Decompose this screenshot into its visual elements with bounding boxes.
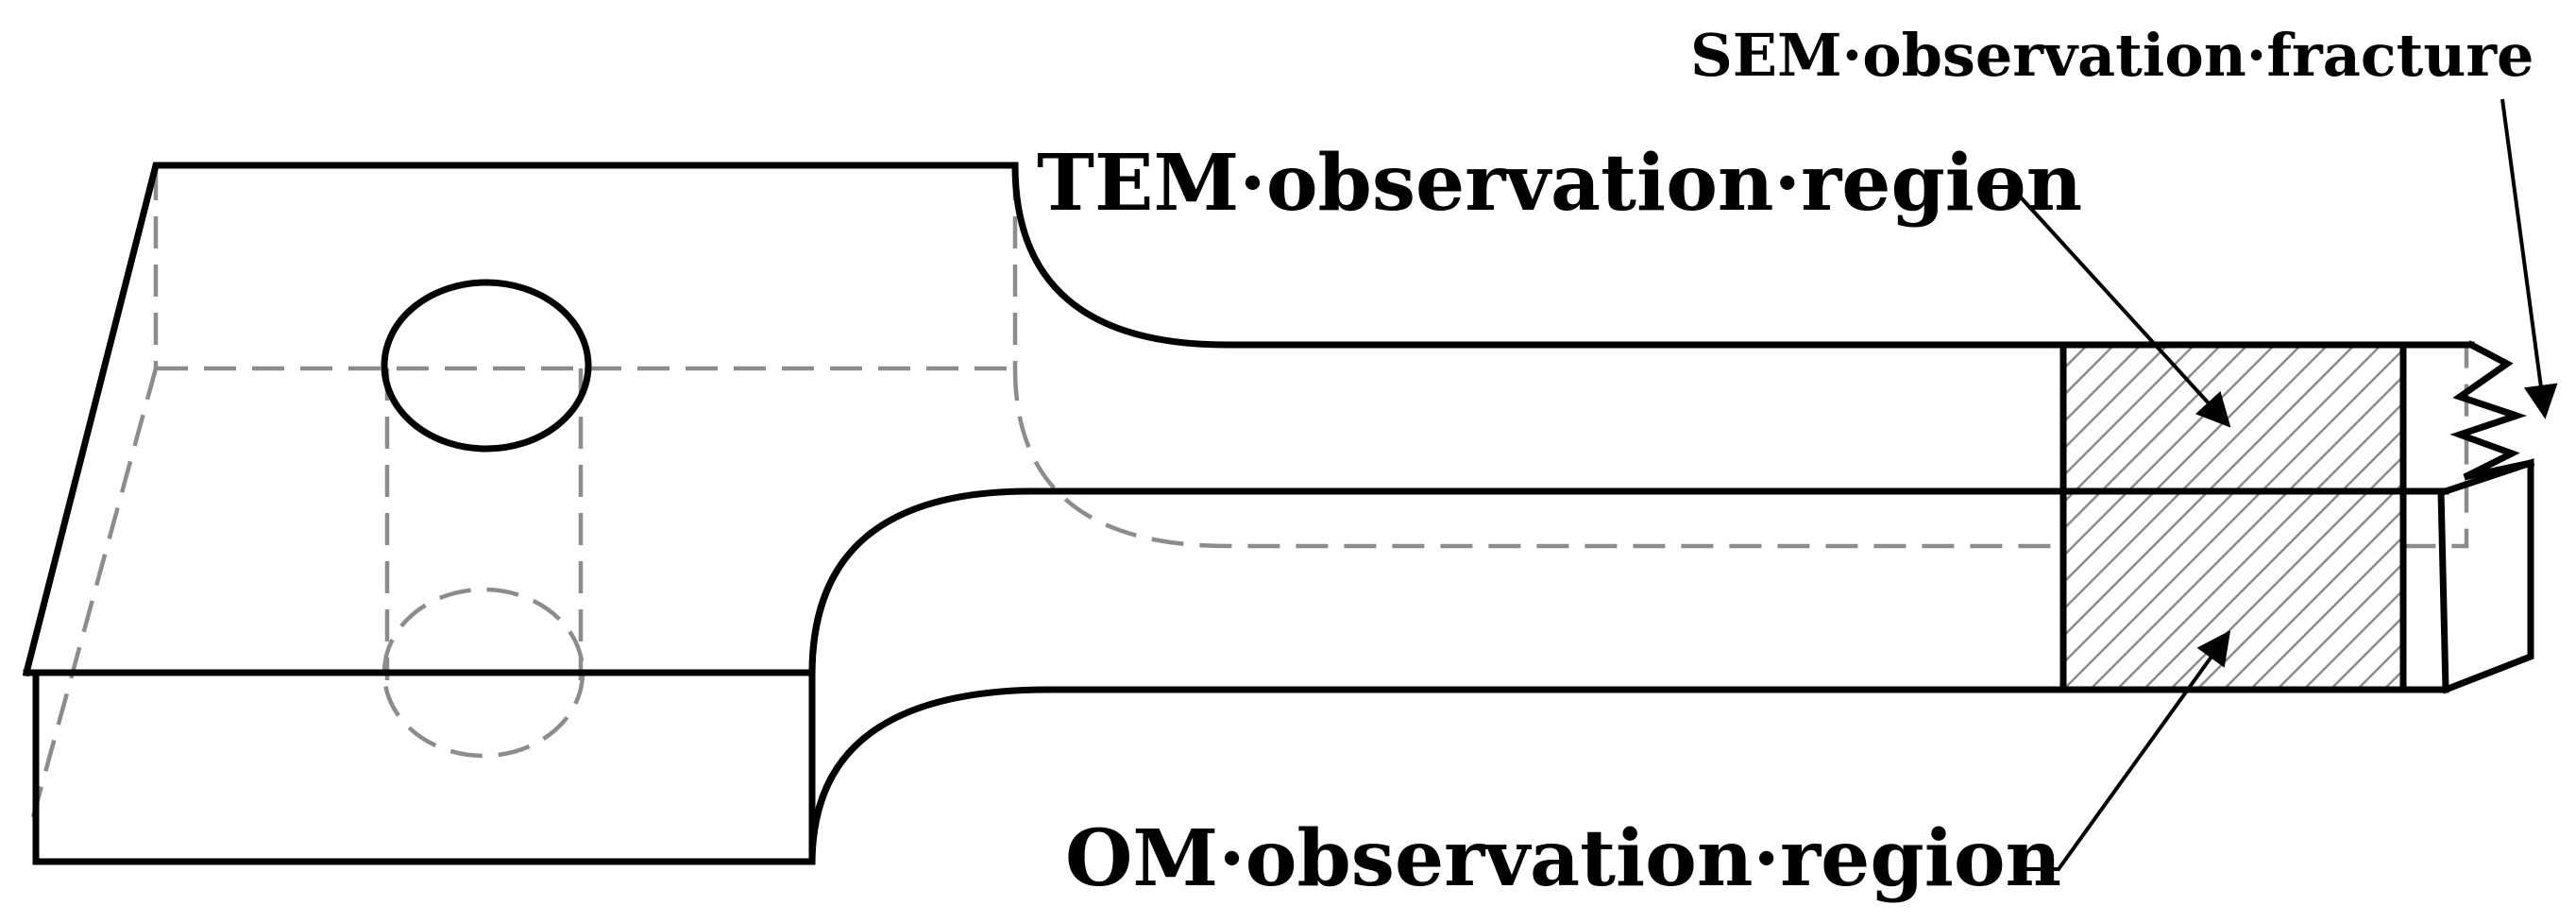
tem-region-hatch (2063, 345, 2403, 491)
om-arrow (2021, 630, 2231, 871)
tem-label: TEM·observation·region (1037, 138, 2082, 229)
gauge-end-face (2437, 487, 2449, 693)
fracture-end-face (2441, 458, 2534, 694)
pin-hole (381, 279, 592, 453)
sem-label: SEM·observation·fracture (1690, 21, 2534, 90)
neck-curve-lower (808, 686, 2445, 865)
neck-curve-upper (808, 487, 2449, 676)
om-region-hatch (2063, 491, 2403, 690)
top-face-outline (22, 162, 2475, 677)
hidden-back-left-edge (30, 367, 159, 818)
hidden-neck-curve (1012, 345, 2469, 549)
specimen-outline (22, 162, 2535, 865)
front-face (32, 669, 816, 865)
fracture-zigzag (2449, 340, 2535, 481)
tem-arrow (1978, 185, 2231, 428)
om-label: OM·observation·region (1065, 813, 2061, 904)
sem-arrow (2500, 98, 2558, 419)
